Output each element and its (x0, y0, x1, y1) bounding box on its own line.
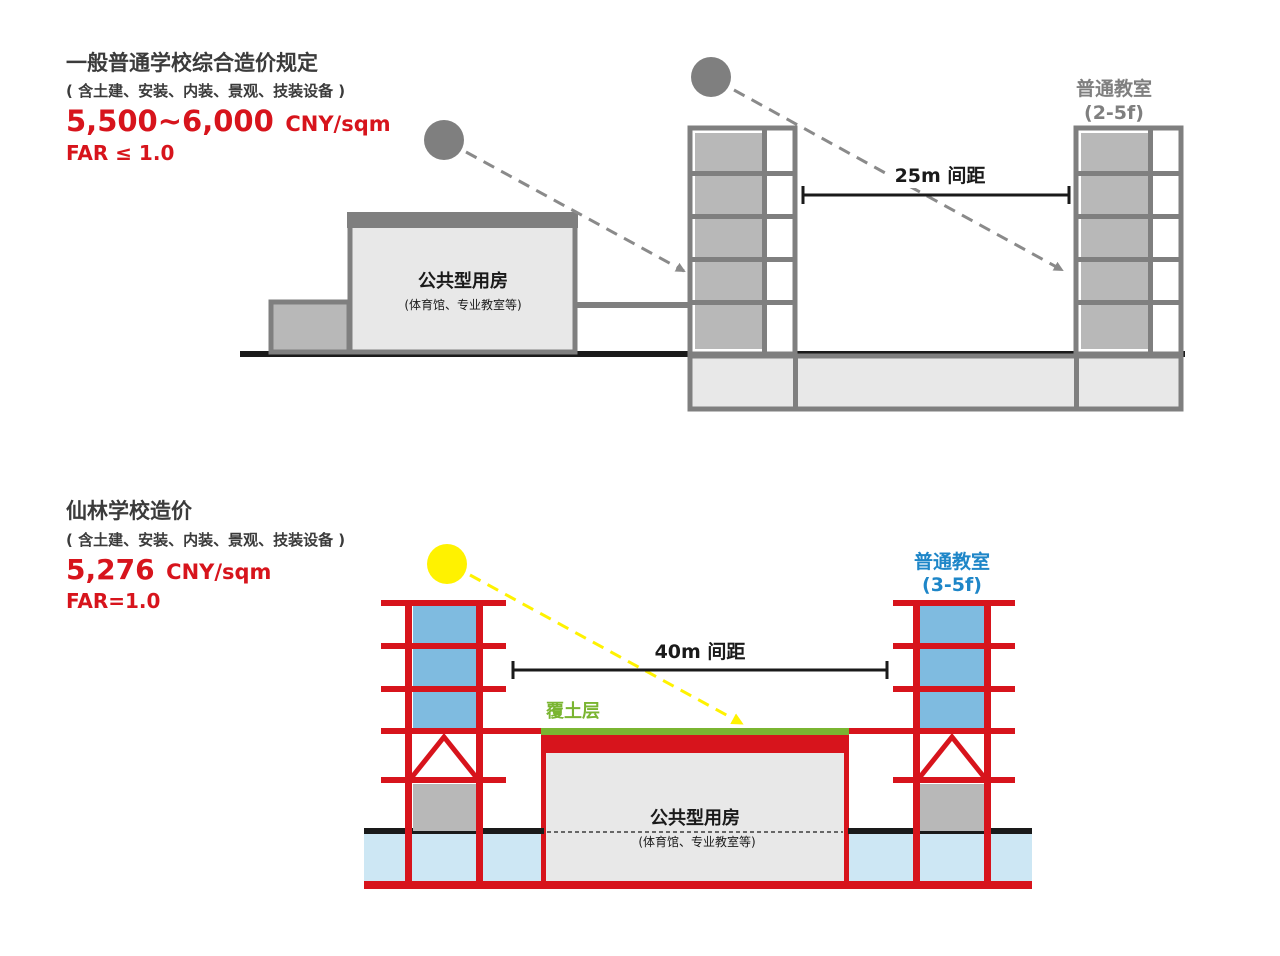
bottom-hall-detail: (体育馆、专业教室等) (638, 834, 755, 849)
top-title: 一般普通学校综合造价规定 (66, 51, 318, 75)
bottom-classroom-floors: (3-5f) (922, 574, 982, 596)
bottom-hall-wall-right (844, 735, 849, 885)
bottom-section: 仙林学校造价 ( 含土建、安装、内装、景观、技装设备 ) 5,276 CNY/s… (66, 499, 1032, 889)
top-basement (687, 353, 1184, 412)
bottom-hall-wall-left (541, 735, 546, 885)
top-sun-icon-right (691, 57, 731, 97)
top-hall-detail: (体育馆、专业教室等) (404, 297, 521, 312)
top-price-value: 5,500~6,000 (66, 104, 274, 138)
top-price-unit: CNY/sqm (285, 112, 390, 136)
top-hall-roof (347, 212, 578, 228)
bottom-price-unit: CNY/sqm (166, 560, 271, 584)
top-right-building (1073, 125, 1184, 409)
top-far: FAR ≤ 1.0 (66, 141, 174, 165)
bottom-title: 仙林学校造价 (66, 499, 193, 523)
top-classroom-label: 普通教室 (1076, 77, 1152, 100)
bottom-far: FAR=1.0 (66, 589, 160, 613)
top-classroom-floors: (2-5f) (1084, 102, 1144, 124)
bottom-spacing-label: 40m 间距 (655, 641, 746, 663)
top-annex (268, 299, 352, 355)
bottom-hall-roof-slab (541, 735, 849, 753)
top-corridor (577, 302, 689, 308)
bottom-price: 5,276 CNY/sqm (66, 553, 271, 586)
bottom-spacing-dimension (511, 661, 889, 679)
bottom-green-roof (541, 728, 849, 735)
top-section: 一般普通学校综合造价规定 ( 含土建、安装、内装、景观、技装设备 ) 5,500… (66, 51, 1185, 412)
bottom-classroom-label: 普通教室 (914, 550, 990, 573)
bottom-public-hall (545, 753, 847, 884)
top-public-hall (347, 222, 578, 355)
top-hall-name: 公共型用房 (418, 270, 508, 292)
bottom-sun-icon (427, 544, 467, 584)
bottom-sun-ray (469, 573, 744, 725)
bottom-right-building (849, 600, 1015, 886)
bottom-price-value: 5,276 (66, 553, 155, 586)
top-spacing-label-bg (890, 162, 990, 188)
bottom-left-building (381, 600, 541, 886)
top-sun-ray-left (465, 150, 686, 273)
bottom-base-slab (364, 881, 1032, 889)
top-scope: ( 含土建、安装、内装、景观、技装设备 ) (66, 82, 345, 100)
top-left-building (687, 125, 798, 409)
top-price: 5,500~6,000 CNY/sqm (66, 104, 391, 138)
top-spacing-label: 25m 间距 (895, 165, 986, 187)
bottom-hall-name: 公共型用房 (650, 807, 740, 829)
bottom-green-roof-label: 覆土层 (546, 701, 600, 722)
bottom-scope: ( 含土建、安装、内装、景观、技装设备 ) (66, 531, 345, 549)
bottom-spacing-label-bg (650, 637, 750, 663)
top-sun-icon-left (424, 120, 464, 160)
top-spacing-dimension (801, 186, 1071, 204)
